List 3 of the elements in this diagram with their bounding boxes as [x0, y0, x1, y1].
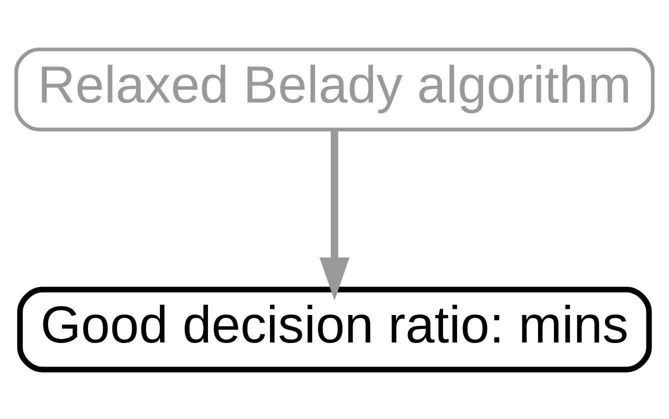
- arrow: [319, 130, 350, 300]
- node-box: Relaxed Belady algorithm: [14, 48, 655, 132]
- node-box: Good decision ratio: mins: [17, 286, 652, 372]
